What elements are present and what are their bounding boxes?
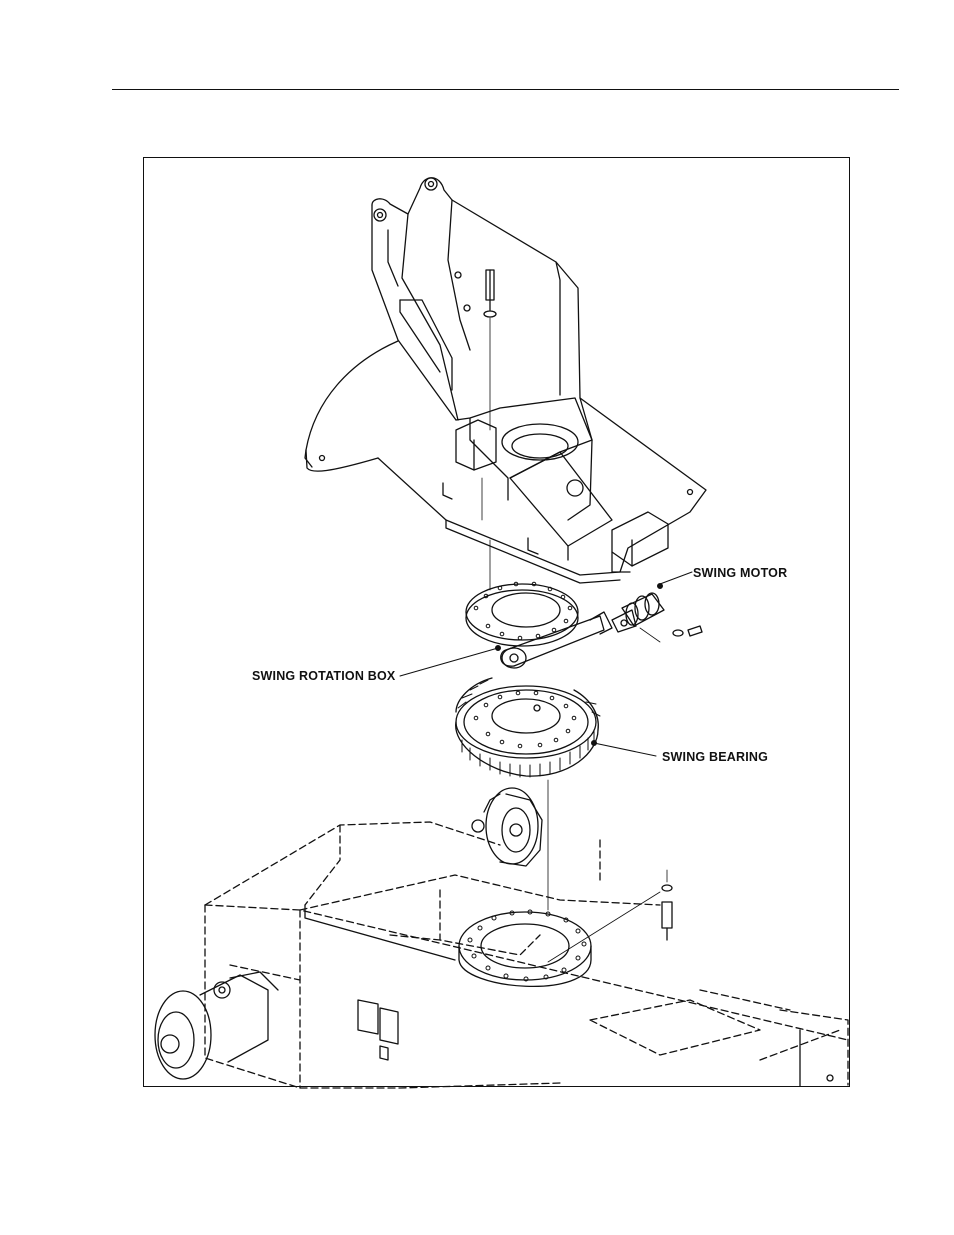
leader-lines — [400, 572, 692, 756]
swing-bearing — [456, 678, 600, 910]
label-swing-rotation-box: SWING ROTATION BOX — [252, 669, 395, 683]
turntable-upright — [305, 178, 706, 590]
label-swing-bearing: SWING BEARING — [662, 750, 768, 764]
swing-rotation-box — [466, 582, 612, 668]
chassis — [205, 822, 848, 1088]
label-swing-motor: SWING MOTOR — [693, 566, 787, 580]
swing-motor — [612, 593, 702, 642]
chassis-solid — [155, 788, 833, 1086]
